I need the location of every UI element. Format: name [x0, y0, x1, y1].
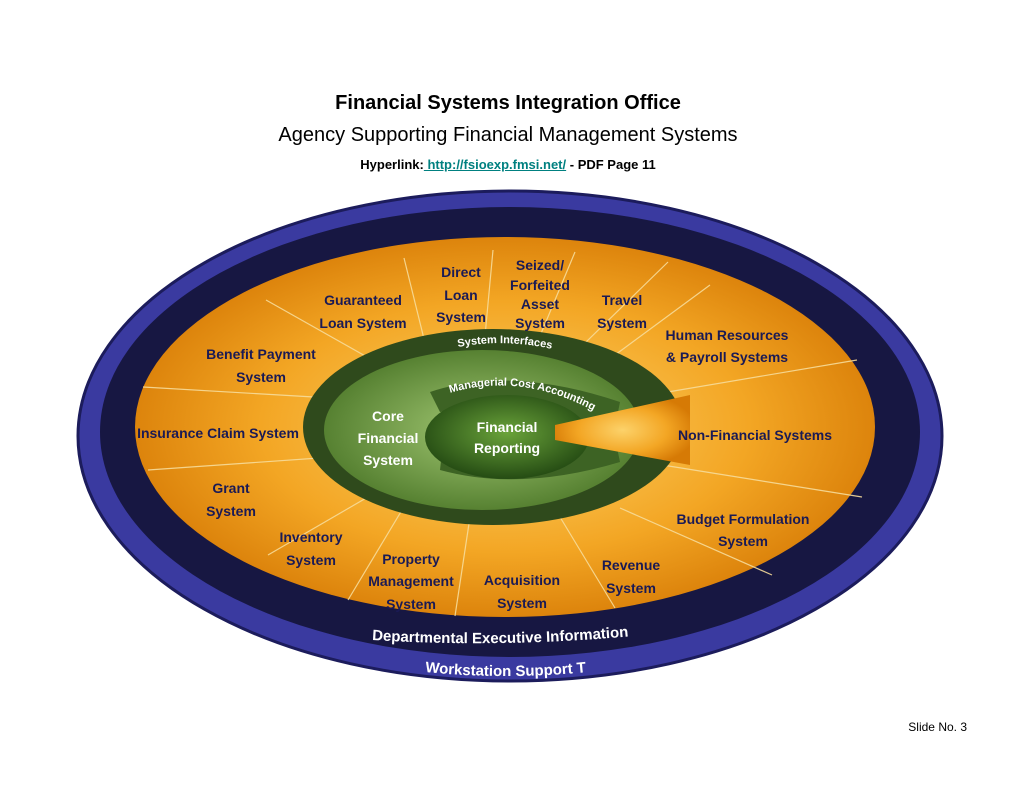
- svg-text:Inventory: Inventory: [279, 529, 342, 545]
- svg-text:Direct: Direct: [441, 264, 481, 280]
- hyperlink-label: Hyperlink:: [360, 157, 424, 172]
- segment-acquisition: Acquisition System: [484, 572, 560, 611]
- segment-grant: Grant System: [206, 480, 256, 519]
- segment-travel: Travel System: [597, 292, 647, 331]
- segment-property: Property Management System: [368, 551, 454, 612]
- svg-text:Acquisition: Acquisition: [484, 572, 560, 588]
- svg-text:Travel: Travel: [602, 292, 642, 308]
- svg-text:Financial: Financial: [358, 430, 419, 446]
- segment-direct-loan: Direct Loan System: [436, 264, 486, 325]
- slide-title: Financial Systems Integration Office: [335, 92, 681, 114]
- svg-text:Property: Property: [382, 551, 440, 567]
- svg-text:Core: Core: [372, 408, 404, 424]
- slide-number: Slide No. 3: [908, 720, 967, 734]
- segment-human-resources: Human Resources & Payroll Systems: [666, 327, 789, 365]
- financial-reporting-label: Financial Reporting: [474, 419, 540, 456]
- segment-insurance: Insurance Claim System: [137, 425, 299, 441]
- segment-revenue: Revenue System: [602, 557, 661, 596]
- svg-text:System: System: [386, 596, 436, 612]
- svg-text:Loan: Loan: [444, 287, 477, 303]
- svg-text:System: System: [436, 309, 486, 325]
- svg-text:Human Resources: Human Resources: [666, 327, 789, 343]
- svg-text:System: System: [206, 503, 256, 519]
- slide-subtitle: Agency Supporting Financial Management S…: [278, 124, 738, 146]
- svg-text:System: System: [497, 595, 547, 611]
- svg-text:System: System: [515, 315, 565, 331]
- svg-text:Management: Management: [368, 573, 454, 589]
- svg-text:System: System: [236, 369, 286, 385]
- segment-guaranteed: Guaranteed Loan System: [319, 292, 406, 331]
- svg-text:System: System: [597, 315, 647, 331]
- core-notch: [555, 395, 690, 465]
- svg-text:Budget Formulation: Budget Formulation: [677, 511, 810, 527]
- svg-text:System: System: [363, 452, 413, 468]
- svg-text:Benefit Payment: Benefit Payment: [206, 346, 316, 362]
- segment-inventory: Inventory System: [279, 529, 342, 568]
- core-financial-label: Core Financial System: [358, 408, 419, 468]
- svg-text:Revenue: Revenue: [602, 557, 661, 573]
- segment-non-financial: Non-Financial Systems: [678, 427, 832, 443]
- svg-text:Non-Financial Systems: Non-Financial Systems: [678, 427, 832, 443]
- svg-text:Insurance Claim System: Insurance Claim System: [137, 425, 299, 441]
- hyperlink-suffix: - PDF Page 11: [566, 157, 656, 172]
- svg-text:System: System: [606, 580, 656, 596]
- svg-text:Reporting: Reporting: [474, 440, 540, 456]
- segment-budget: Budget Formulation System: [677, 511, 810, 549]
- svg-text:Seized/: Seized/: [516, 257, 564, 273]
- svg-text:System: System: [718, 533, 768, 549]
- hyperlink-url[interactable]: http://fsioexp.fmsi.net/: [423, 157, 567, 172]
- svg-text:Loan System: Loan System: [319, 315, 406, 331]
- hyperlink-line: Hyperlink: http://fsioexp.fmsi.net/ - PD…: [0, 157, 1016, 172]
- svg-text:Asset: Asset: [521, 296, 559, 312]
- svg-text:Forfeited: Forfeited: [510, 277, 570, 293]
- svg-text:& Payroll Systems: & Payroll Systems: [666, 349, 788, 365]
- segment-seized-asset: Seized/ Forfeited Asset System: [510, 257, 570, 331]
- svg-text:Financial: Financial: [477, 419, 538, 435]
- svg-text:Grant: Grant: [212, 480, 250, 496]
- segment-benefit: Benefit Payment System: [206, 346, 316, 385]
- svg-text:Guaranteed: Guaranteed: [324, 292, 402, 308]
- svg-text:System: System: [286, 552, 336, 568]
- financial-reporting-center: [425, 395, 589, 479]
